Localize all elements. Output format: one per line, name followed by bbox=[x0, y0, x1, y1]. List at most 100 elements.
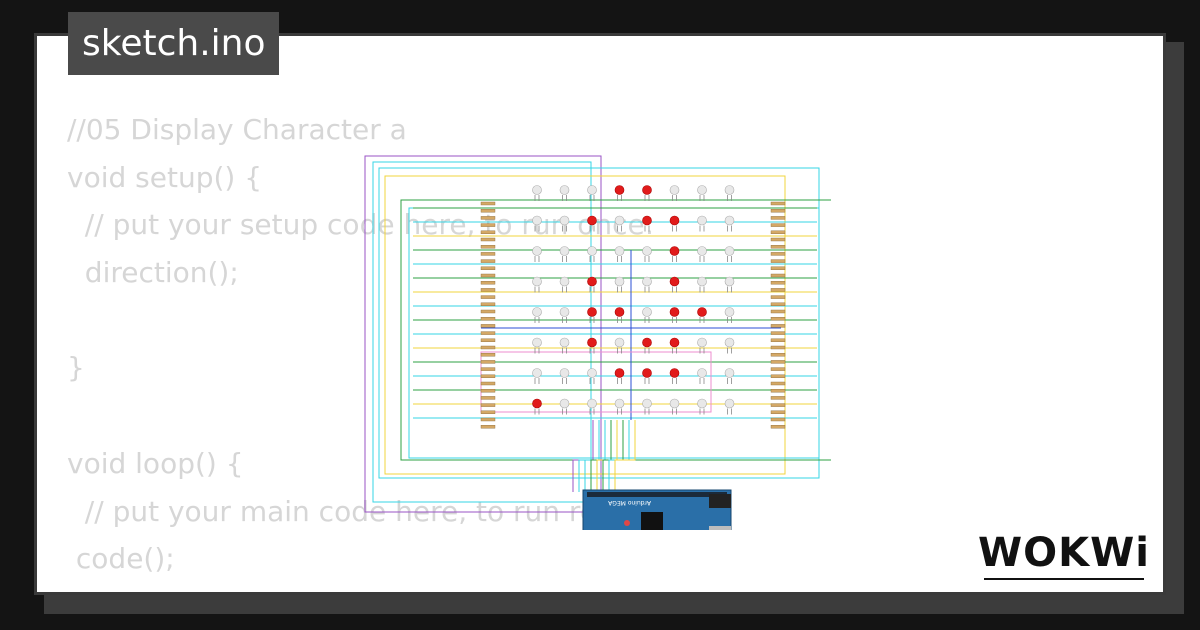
led-on bbox=[587, 276, 597, 287]
resistor bbox=[770, 316, 786, 321]
resistor bbox=[480, 389, 496, 393]
board-chip bbox=[641, 512, 663, 530]
resistor bbox=[480, 288, 496, 292]
led-off bbox=[724, 185, 735, 195]
led-off bbox=[559, 398, 570, 409]
resistor bbox=[770, 367, 786, 371]
resistor bbox=[770, 259, 786, 263]
resistor bbox=[480, 280, 496, 285]
resistor bbox=[480, 410, 496, 414]
led-off bbox=[697, 215, 707, 226]
led-off bbox=[614, 398, 625, 409]
led-off bbox=[559, 246, 570, 256]
resistor bbox=[480, 374, 496, 379]
led-on bbox=[614, 368, 625, 378]
resistor bbox=[480, 381, 496, 386]
resistor bbox=[770, 230, 786, 235]
resistor bbox=[480, 244, 496, 249]
resistor bbox=[480, 316, 496, 321]
resistor bbox=[770, 280, 786, 285]
resistor bbox=[480, 216, 496, 220]
wire-loop bbox=[372, 161, 592, 503]
resistor bbox=[770, 403, 786, 407]
led-off bbox=[642, 276, 652, 287]
resistor bbox=[480, 403, 496, 407]
led-off bbox=[669, 398, 680, 409]
reset-button bbox=[624, 520, 630, 526]
led-off bbox=[587, 368, 597, 378]
led-off bbox=[642, 246, 652, 256]
led-off bbox=[697, 246, 707, 256]
resistor bbox=[480, 230, 496, 235]
led-on bbox=[669, 276, 680, 287]
led-off bbox=[559, 185, 570, 195]
resistor bbox=[480, 396, 496, 400]
resistor bbox=[480, 417, 496, 422]
resistor bbox=[770, 352, 786, 357]
code-line: } bbox=[67, 583, 727, 592]
led-off bbox=[532, 368, 542, 378]
led-off bbox=[697, 368, 707, 378]
led-off bbox=[559, 337, 570, 348]
resistor bbox=[480, 367, 496, 371]
resistor bbox=[770, 345, 786, 350]
resistor bbox=[480, 345, 496, 350]
led-off bbox=[532, 185, 542, 195]
resistor bbox=[770, 216, 786, 220]
led-off bbox=[614, 337, 625, 348]
board-label: Arduino MEGA bbox=[607, 499, 651, 506]
resistor bbox=[480, 295, 496, 299]
code-line: void setup() { bbox=[67, 160, 263, 194]
resistor bbox=[770, 331, 786, 335]
wire-loop bbox=[400, 199, 831, 461]
power-jack bbox=[709, 526, 731, 530]
resistor bbox=[770, 244, 786, 249]
resistor bbox=[480, 237, 496, 242]
led-off bbox=[559, 307, 570, 317]
led-off bbox=[559, 368, 570, 378]
usb-port bbox=[709, 494, 731, 508]
wire-loop bbox=[408, 207, 820, 459]
code-line: //05 Display Character a bbox=[67, 113, 407, 146]
led-off bbox=[559, 276, 570, 287]
resistor bbox=[770, 324, 786, 328]
resistor bbox=[770, 417, 786, 422]
led-on bbox=[669, 246, 680, 256]
resistor bbox=[770, 425, 786, 429]
led-off bbox=[532, 246, 542, 256]
led-on bbox=[642, 185, 652, 195]
led-off bbox=[614, 276, 625, 287]
resistor bbox=[480, 259, 496, 263]
led-on bbox=[669, 307, 680, 317]
resistor bbox=[480, 252, 496, 256]
file-tab[interactable]: sketch.ino bbox=[68, 12, 280, 75]
resistor bbox=[480, 201, 496, 206]
led-off bbox=[532, 215, 542, 226]
resistor bbox=[770, 338, 786, 343]
led-on bbox=[642, 337, 652, 348]
led-on bbox=[532, 398, 542, 409]
wire-to-board bbox=[614, 420, 636, 492]
led-off bbox=[587, 185, 597, 195]
led-off bbox=[724, 215, 735, 226]
led-on bbox=[642, 215, 652, 226]
led-off bbox=[532, 337, 542, 348]
resistor bbox=[770, 396, 786, 400]
led-on bbox=[669, 368, 680, 378]
wire-to-board bbox=[584, 420, 606, 492]
led-off bbox=[532, 307, 542, 317]
led-off bbox=[724, 368, 735, 378]
led-on bbox=[587, 215, 597, 226]
led-off bbox=[724, 337, 735, 348]
led-off bbox=[614, 246, 625, 256]
led-off bbox=[724, 276, 735, 287]
code-line: code(); bbox=[67, 542, 175, 576]
led-off bbox=[532, 276, 542, 287]
resistor bbox=[480, 302, 496, 307]
led-off bbox=[587, 398, 597, 409]
resistor bbox=[480, 273, 496, 278]
resistor bbox=[480, 309, 496, 314]
led-off bbox=[642, 307, 652, 317]
led-off bbox=[697, 398, 707, 409]
